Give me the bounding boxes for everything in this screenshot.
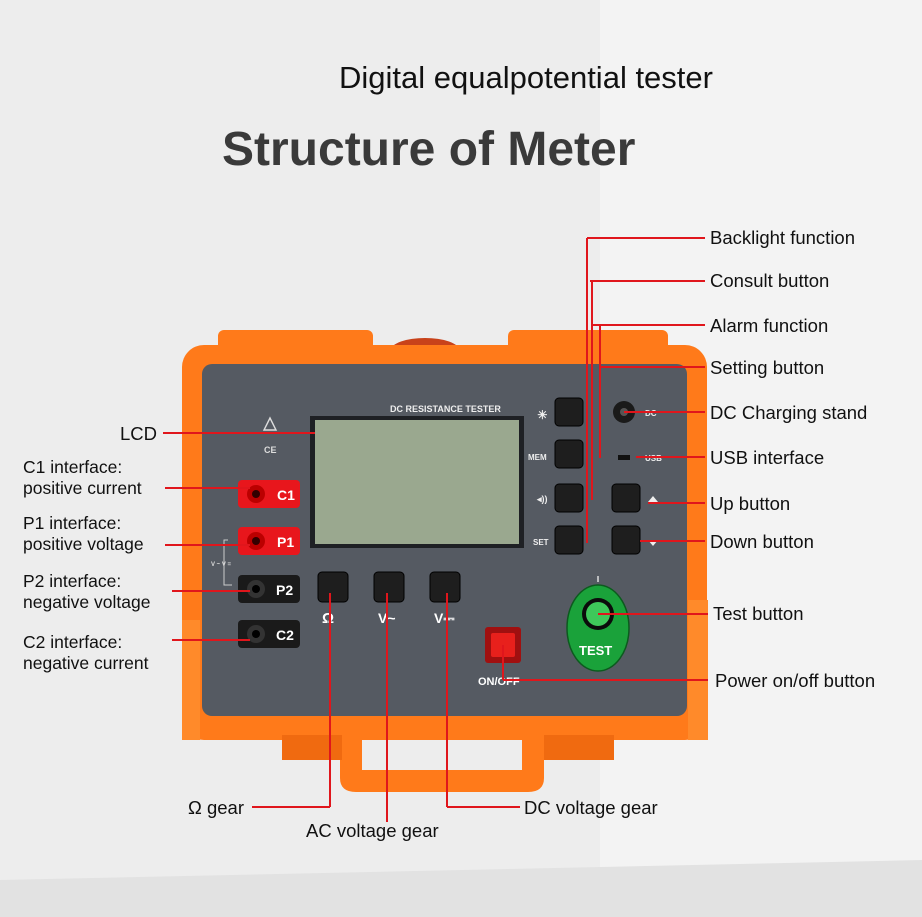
label-setting: Setting button	[710, 357, 825, 378]
label-down: Down button	[710, 531, 814, 552]
mem-key[interactable]: MEM	[528, 439, 584, 469]
label-c1-title: C1 interface:	[23, 457, 123, 477]
svg-text:V⎓: V⎓	[434, 610, 455, 626]
svg-text:MEM: MEM	[528, 453, 547, 462]
port-p2[interactable]: P2	[238, 575, 300, 603]
svg-text:TEST: TEST	[579, 643, 612, 658]
port-c1[interactable]: C1	[238, 480, 300, 508]
svg-text:SET: SET	[533, 538, 549, 547]
svg-text:DC: DC	[645, 409, 657, 418]
up-key[interactable]	[611, 483, 658, 513]
bracket-line	[223, 539, 232, 586]
label-c1-desc: positive current	[23, 478, 142, 498]
set-key[interactable]: SET	[533, 525, 584, 555]
port-c2[interactable]: C2	[238, 620, 300, 648]
label-c2-title: C2 interface:	[23, 632, 123, 652]
dc-gear-key[interactable]: V⎓	[429, 571, 461, 626]
svg-text:☀: ☀	[537, 408, 548, 422]
svg-text:Ω: Ω	[322, 610, 334, 627]
voltage-mark: V ~ V =	[211, 562, 232, 568]
lcd-screen	[315, 420, 519, 544]
svg-text:C1: C1	[277, 487, 295, 503]
ohm-gear-key[interactable]: Ω	[317, 571, 349, 627]
label-dc-charging: DC Charging stand	[710, 402, 868, 423]
svg-text:C2: C2	[276, 627, 294, 643]
usb-port[interactable]: USB	[618, 454, 662, 463]
svg-text:P2: P2	[276, 582, 293, 598]
page-title: Structure of Meter	[222, 123, 636, 176]
label-power: Power on/off button	[715, 670, 876, 691]
label-lcd: LCD	[120, 423, 158, 444]
label-test: Test button	[713, 603, 804, 624]
label-dc-gear: DC voltage gear	[524, 797, 658, 818]
svg-text:P1: P1	[277, 534, 294, 550]
label-usb: USB interface	[710, 447, 825, 468]
label-up: Up button	[710, 493, 791, 514]
ce-mark: CE	[264, 445, 277, 455]
label-ohm-gear: Ω gear	[188, 797, 244, 818]
port-p1[interactable]: P1	[238, 527, 300, 555]
label-backlight: Backlight function	[710, 227, 856, 248]
model-label: DC RESISTANCE TESTER	[390, 404, 501, 414]
label-p2-title: P2 interface:	[23, 571, 122, 591]
label-alarm: Alarm function	[710, 315, 829, 336]
svg-text:ON/OFF: ON/OFF	[478, 676, 520, 688]
label-ac-gear: AC voltage gear	[306, 820, 439, 841]
page-subtitle: Digital equalpotential tester	[339, 60, 713, 95]
warning-icon	[262, 416, 278, 431]
svg-text:◂)): ◂))	[536, 494, 548, 504]
label-consult: Consult button	[710, 270, 830, 291]
svg-text:USB: USB	[645, 454, 662, 463]
ac-gear-key[interactable]: V~	[373, 571, 405, 626]
label-c2-desc: negative current	[23, 653, 149, 673]
alarm-key[interactable]: ◂))	[536, 483, 584, 513]
label-p1-desc: positive voltage	[23, 534, 144, 554]
test-key[interactable]: TEST	[566, 576, 630, 672]
leader-lines	[163, 237, 708, 822]
label-p1-title: P1 interface:	[23, 513, 122, 533]
label-p2-desc: negative voltage	[23, 592, 151, 612]
backlight-key[interactable]: ☀	[537, 397, 584, 427]
